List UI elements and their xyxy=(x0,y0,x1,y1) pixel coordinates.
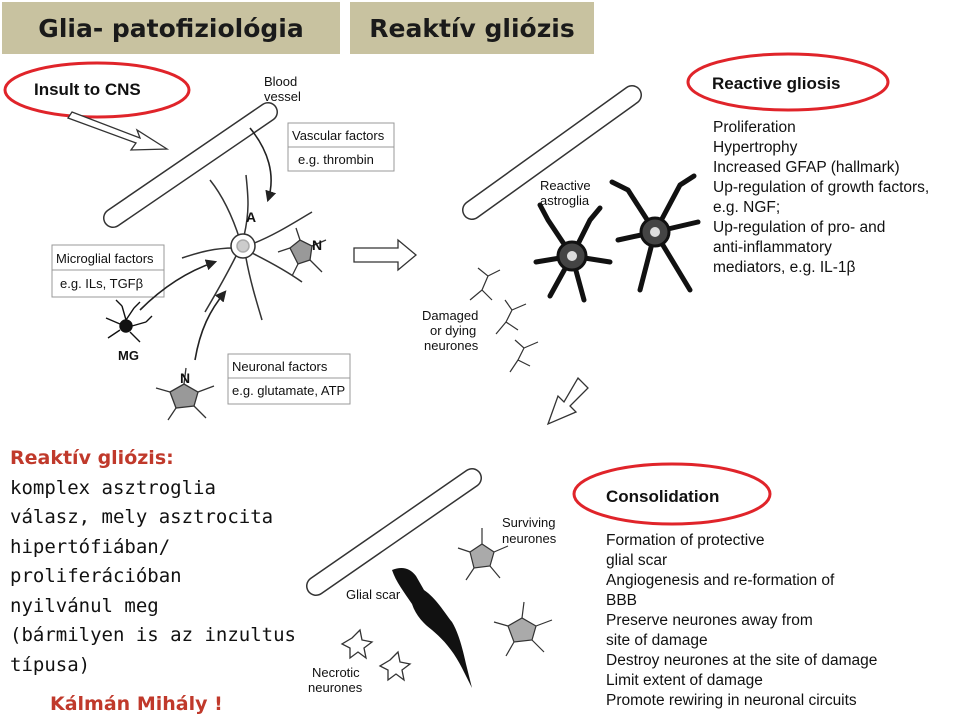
consolidation-heading: Consolidation xyxy=(606,487,719,506)
neuron-label-upper: N xyxy=(312,237,322,253)
surviving-label-1: Surviving xyxy=(502,515,555,530)
arrow-to-consolidation xyxy=(548,378,588,424)
necrotic-label-2: neurones xyxy=(308,680,363,695)
note-line: nyilvánul meg xyxy=(10,592,300,622)
glial-scar-label: Glial scar xyxy=(346,587,401,602)
svg-text:Promote rewiring in neuronal c: Promote rewiring in neuronal circuits xyxy=(606,692,857,709)
astrocyte-label: A xyxy=(246,209,256,225)
damaged-label-2: or dying xyxy=(430,323,476,338)
arrow-vascular xyxy=(250,128,271,200)
svg-text:BBB: BBB xyxy=(606,592,637,609)
svg-text:e.g. ILs, TGFβ: e.g. ILs, TGFβ xyxy=(60,276,143,291)
svg-text:Destroy neurones at the site o: Destroy neurones at the site of damage xyxy=(606,652,877,669)
svg-text:Up-regulation of growth factor: Up-regulation of growth factors, xyxy=(713,179,929,196)
svg-text:Neuronal factors: Neuronal factors xyxy=(232,359,328,374)
svg-text:Vascular factors: Vascular factors xyxy=(292,128,385,143)
note-line: típusa) xyxy=(10,651,300,681)
svg-text:Limit extent of damage: Limit extent of damage xyxy=(606,672,763,689)
blood-vessel-label-2: vessel xyxy=(264,89,301,104)
damaged-neurons xyxy=(470,268,538,372)
note-line: proliferációban xyxy=(10,562,300,592)
damaged-label-3: neurones xyxy=(424,338,479,353)
reactive-heading: Reactive gliosis xyxy=(712,74,841,93)
note-line: válasz, mely asztrocita xyxy=(10,503,300,533)
svg-text:anti-inflammatory: anti-inflammatory xyxy=(713,239,832,256)
svg-text:Preserve neurones away from: Preserve neurones away from xyxy=(606,612,813,629)
svg-text:Up-regulation of pro- and: Up-regulation of pro- and xyxy=(713,219,885,236)
reactive-astroglia-label-2: astroglia xyxy=(540,193,590,208)
blood-vessel-1 xyxy=(113,112,268,218)
insult-heading: Insult to CNS xyxy=(34,80,141,99)
reactive-list: Proliferation Hypertrophy Increased GFAP… xyxy=(713,119,929,276)
svg-text:e.g. NGF;: e.g. NGF; xyxy=(713,199,780,216)
svg-text:glial scar: glial scar xyxy=(606,552,667,569)
note-title: Reaktív gliózis: xyxy=(10,444,300,474)
svg-text:Increased GFAP (hallmark): Increased GFAP (hallmark) xyxy=(713,159,900,176)
svg-text:e.g. thrombin: e.g. thrombin xyxy=(298,152,374,167)
microglial-factors-box: Microglial factors e.g. ILs, TGFβ xyxy=(52,245,164,297)
consolidation-list: Formation of protective glial scar Angio… xyxy=(606,532,877,709)
note-line: (bármilyen is az inzultus xyxy=(10,621,300,651)
surviving-neurons xyxy=(458,528,552,656)
reactive-astroglia-label-1: Reactive xyxy=(540,178,591,193)
reactive-astrocyte-1 xyxy=(536,205,610,300)
neuron-label-lower: N xyxy=(180,370,190,386)
microglia-label: MG xyxy=(118,348,139,363)
svg-text:Formation of protective: Formation of protective xyxy=(606,532,765,549)
surviving-label-2: neurones xyxy=(502,531,557,546)
author-signature: Kálmán Mihály ! xyxy=(50,693,223,715)
gliosis-note: Reaktív gliózis: komplex asztroglia vála… xyxy=(10,444,300,680)
vascular-factors-box: Vascular factors e.g. thrombin xyxy=(288,123,394,171)
necrotic-label-1: Necrotic xyxy=(312,665,360,680)
svg-text:mediators, e.g. IL-1β: mediators, e.g. IL-1β xyxy=(713,259,856,276)
microglia-cell xyxy=(106,300,152,342)
svg-text:Angiogenesis and re-formation: Angiogenesis and re-formation of xyxy=(606,572,835,589)
note-line: komplex asztroglia xyxy=(10,474,300,504)
neuronal-factors-box: Neuronal factors e.g. glutamate, ATP xyxy=(228,354,350,404)
arrow-to-reactive xyxy=(354,240,416,270)
reactive-astrocyte-2 xyxy=(612,176,698,290)
blood-vessel-label-1: Blood xyxy=(264,74,297,89)
svg-text:Microglial factors: Microglial factors xyxy=(56,251,154,266)
note-line: hipertófiában/ xyxy=(10,533,300,563)
svg-text:e.g. glutamate, ATP: e.g. glutamate, ATP xyxy=(232,383,345,398)
glial-scar-cell xyxy=(392,568,472,688)
svg-text:Proliferation: Proliferation xyxy=(713,119,796,136)
svg-text:site of damage: site of damage xyxy=(606,632,708,649)
svg-text:Hypertrophy: Hypertrophy xyxy=(713,139,798,156)
damaged-label-1: Damaged xyxy=(422,308,478,323)
